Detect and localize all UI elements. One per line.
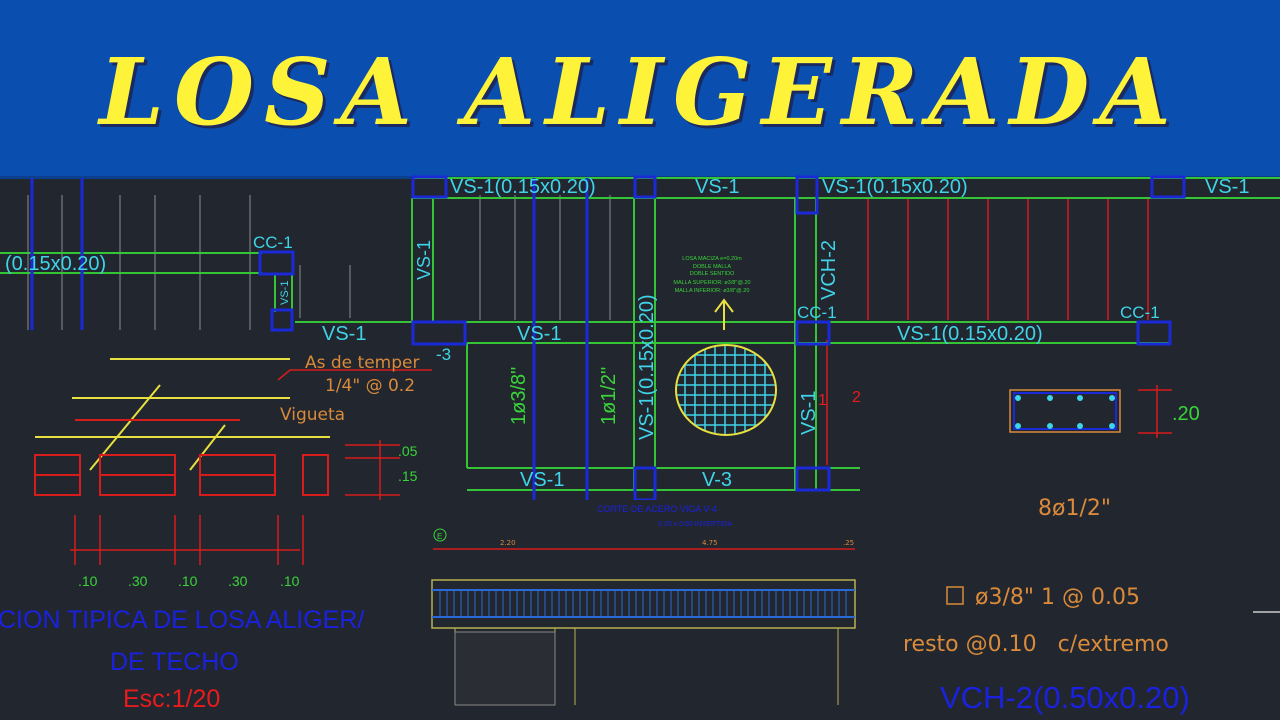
elevation-subtitle: 0.25 x 0.60 INVERTIDA	[658, 521, 732, 528]
beam-label: V-3	[702, 469, 732, 491]
rebar-label: 1ø3/8"	[508, 367, 530, 425]
column-label: CC-1	[1120, 303, 1160, 322]
beam-cross-section	[1009, 385, 1172, 438]
elevation-title: CORTE DE ACERO VIGA V-4	[597, 504, 717, 514]
stirrup-spec: ø3/8" 1 @ 0.05	[975, 585, 1140, 610]
stirrup-icon	[946, 586, 964, 605]
span-dimension: 4.75	[702, 539, 718, 547]
beam-label: VS-1	[1205, 176, 1249, 198]
dimension: .30	[228, 573, 248, 589]
beam-label: (0.15x0.20)	[5, 253, 106, 275]
grid-axis-bubble	[433, 528, 447, 542]
rebar-label: 1ø1/2"	[598, 367, 620, 425]
beam-elevation	[431, 579, 856, 706]
annotation: As de temper	[305, 353, 419, 373]
column-label: CC-1	[253, 233, 293, 252]
rebar-spec: 8ø1/2"	[1038, 496, 1111, 521]
beams	[0, 177, 1280, 491]
beam-label: VS-1	[695, 176, 739, 198]
slab-section-drawing	[34, 358, 432, 565]
span-dimension: .25	[843, 539, 854, 547]
beam-label: VS-1	[414, 240, 434, 280]
dimension: .10	[78, 573, 98, 589]
dimension: .05	[398, 443, 418, 459]
joists	[27, 195, 611, 330]
beam-label: VS-1(0.15x0.20)	[822, 176, 968, 198]
dimension: .15	[398, 468, 418, 484]
section-caption: CION TIPICA DE LOSA ALIGER/	[0, 606, 364, 634]
section-height: .20	[1172, 403, 1200, 425]
solid-slab-note: LOSA MACIZA e=0.20m DOBLE MALLA DOBLE SE…	[673, 256, 750, 294]
svg-text:LOSA MACIZA e=0.20m: LOSA MACIZA e=0.20m	[682, 256, 742, 262]
svg-text:MALLA INFERIOR: ø3/8"@.20: MALLA INFERIOR: ø3/8"@.20	[675, 288, 750, 294]
span-dimension: 2.20	[500, 539, 516, 547]
svg-text:DOBLE MALLA: DOBLE MALLA	[693, 264, 732, 270]
beam-label: VS-1	[520, 469, 564, 491]
beam-label: VCH-2	[818, 240, 840, 300]
beam-label: VS-1(0.15x0.20)	[897, 323, 1043, 345]
beam-label: VS-1	[798, 391, 820, 435]
annotation: 1/4" @ 0.2	[325, 376, 415, 396]
svg-text:DOBLE SENTIDO: DOBLE SENTIDO	[690, 271, 735, 277]
annotation: Vigueta	[280, 405, 345, 425]
beam-name: VCH-2(0.50x0.20)	[940, 680, 1190, 715]
beam-label: VS-1	[279, 281, 291, 305]
joists-red	[826, 198, 1149, 465]
beam-label: VS-1	[322, 323, 366, 345]
section-mark: 1	[818, 392, 827, 409]
grid-axis-label: E	[437, 532, 442, 541]
beam-label: VS-1(0.15x0.20)	[636, 294, 658, 440]
dimension: .30	[128, 573, 148, 589]
slab-section-backdrop	[0, 346, 432, 720]
dimension: .10	[280, 573, 300, 589]
beam-label: -3	[436, 345, 451, 364]
scale-label: Esc:1/20	[123, 685, 220, 713]
section-mark: 2	[852, 389, 861, 406]
dimension: .10	[178, 573, 198, 589]
stirrup-spec: resto @0.10 c/extremo	[903, 632, 1169, 657]
opening-mesh	[675, 344, 777, 436]
column-label: CC-1	[797, 303, 837, 322]
columns	[30, 175, 1186, 502]
svg-text:MALLA SUPERIOR: ø3/8"@.20: MALLA SUPERIOR: ø3/8"@.20	[673, 280, 750, 286]
section-caption: DE TECHO	[110, 648, 239, 676]
title-banner: LOSA ALIGERADA	[0, 0, 1280, 179]
beam-label: VS-1(0.15x0.20)	[450, 176, 596, 198]
page-title: LOSA ALIGERADA	[99, 38, 1181, 146]
beam-label: VS-1	[517, 323, 561, 345]
